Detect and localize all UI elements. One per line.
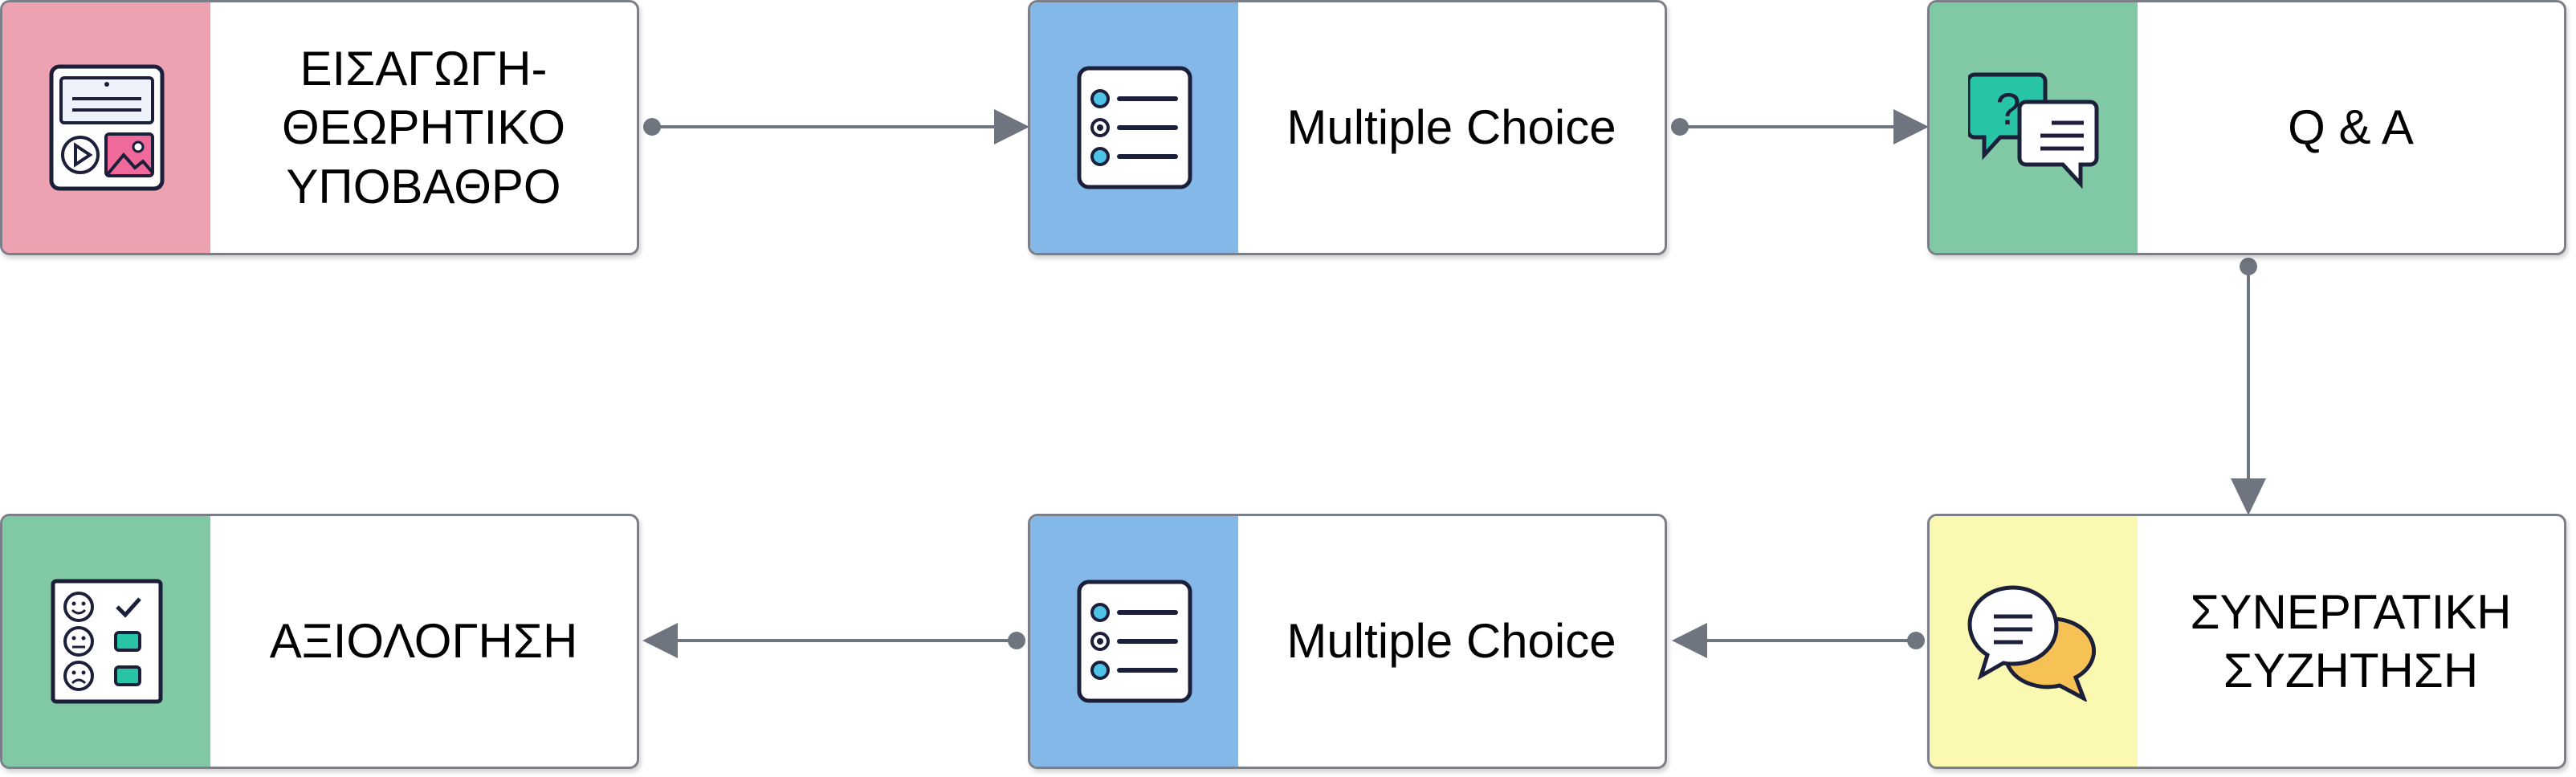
svg-text:?: ? <box>1995 83 2020 134</box>
node-intro-color-strip <box>2 2 210 253</box>
node-qa-color-strip: ? <box>1930 2 2138 253</box>
node-eval-color-strip <box>2 516 210 767</box>
edge-intro-to-mc1 <box>643 109 1029 144</box>
node-mc1-label: Multiple Choice <box>1286 100 1616 155</box>
node-intro: ΕΙΣΑΓΩΓΗ- ΘΕΩΡΗΤΙΚΟ ΥΠΟΒΑΘΡΟ <box>0 0 639 255</box>
media-layout-icon <box>48 63 165 192</box>
node-mc1: Multiple Choice <box>1028 0 1667 255</box>
edge-collab-to-mc2 <box>1672 623 1925 658</box>
edge-mc2-to-eval <box>642 623 1025 658</box>
node-eval: ΑΞΙΟΛΟΓΗΣΗ <box>0 514 639 769</box>
node-collab: ΣΥΝΕΡΓΑΤΙΚΗ ΣΥΖΗΤΗΣΗ <box>1927 514 2566 769</box>
node-qa: ? Q & A <box>1927 0 2566 255</box>
node-mc1-color-strip <box>1030 2 1238 253</box>
checklist-icon <box>1076 579 1193 704</box>
feedback-faces-icon <box>50 578 164 705</box>
chat-bubbles-icon <box>1967 581 2101 702</box>
node-mc2-label: Multiple Choice <box>1286 614 1616 669</box>
checklist-icon <box>1076 65 1193 190</box>
node-qa-label: Q & A <box>2288 100 2414 155</box>
node-collab-label: ΣΥΝΕΡΓΑΤΙΚΗ ΣΥΖΗΤΗΣΗ <box>2190 584 2512 698</box>
question-chat-icon: ? <box>1967 67 2100 189</box>
node-eval-label: ΑΞΙΟΛΟΓΗΣΗ <box>269 614 578 669</box>
edge-mc1-to-qa <box>1671 109 1929 144</box>
node-collab-color-strip <box>1930 516 2138 767</box>
edge-qa-to-collab <box>2231 258 2266 515</box>
node-mc2: Multiple Choice <box>1028 514 1667 769</box>
node-mc2-color-strip <box>1030 516 1238 767</box>
node-intro-label: ΕΙΣΑΓΩΓΗ- ΘΕΩΡΗΤΙΚΟ ΥΠΟΒΑΘΡΟ <box>281 42 566 214</box>
